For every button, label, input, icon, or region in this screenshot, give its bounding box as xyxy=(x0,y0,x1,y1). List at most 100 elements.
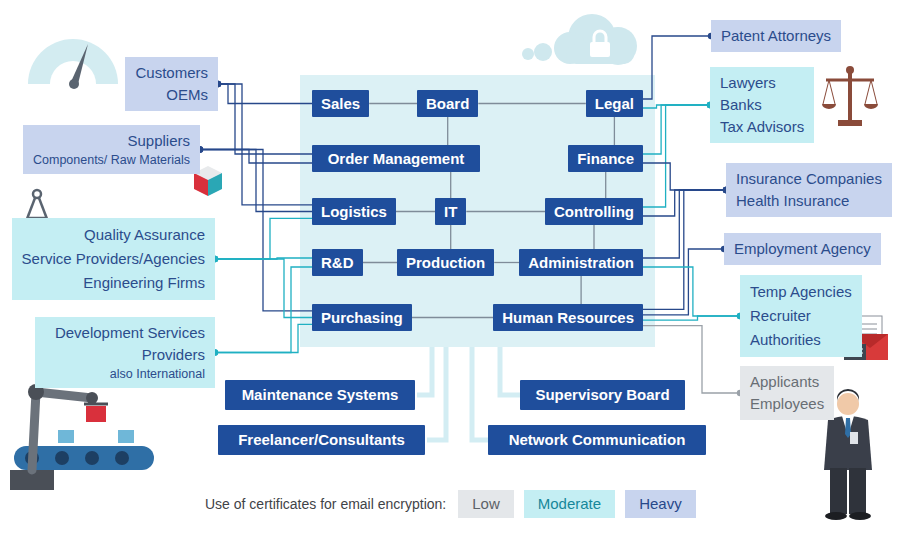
connector xyxy=(369,103,417,104)
legend-swatch: Moderate xyxy=(524,490,615,518)
system-box: Supervisory Board xyxy=(520,380,685,410)
connector xyxy=(215,218,312,259)
connector xyxy=(215,324,312,352)
partner-box: CustomersOEMs xyxy=(125,57,218,111)
box-label: Sales xyxy=(321,90,360,117)
connector xyxy=(643,190,726,216)
department-box: Sales xyxy=(312,90,369,117)
connector xyxy=(614,117,615,145)
system-box: Maintenance Systems xyxy=(225,380,415,410)
box-label: Applicants xyxy=(750,371,824,393)
box-label: Banks xyxy=(720,94,804,116)
department-box: IT xyxy=(435,198,466,225)
legend-swatch: Heavy xyxy=(625,490,696,518)
connector xyxy=(643,316,740,320)
cloud-lock-icon xyxy=(522,14,637,65)
connector xyxy=(593,225,594,249)
department-box: Controlling xyxy=(545,198,643,225)
department-box: Human Resources xyxy=(493,304,643,331)
connector xyxy=(215,259,312,318)
box-label: Finance xyxy=(577,145,634,172)
connector xyxy=(396,211,435,212)
legend-text: Low xyxy=(472,495,500,512)
connector xyxy=(200,150,312,212)
robot-icon xyxy=(10,384,154,490)
box-label: Components/ Raw Materials xyxy=(33,152,190,169)
department-box: Logistics xyxy=(312,198,396,225)
box-label: Legal xyxy=(595,90,634,117)
box-label: Freelancer/Consultants xyxy=(230,425,413,455)
department-box: Board xyxy=(417,90,478,117)
partner-box: LawyersBanksTax Advisors xyxy=(710,67,814,143)
connector xyxy=(643,249,724,315)
box-label: Health Insurance xyxy=(736,190,882,212)
partner-box: Insurance CompaniesHealth Insurance xyxy=(726,163,892,217)
box-label: Human Resources xyxy=(502,304,634,331)
connector xyxy=(580,276,581,304)
partner-box: Patent Attorneys xyxy=(711,20,841,52)
box-label: Insurance Companies xyxy=(736,168,882,190)
box-label: Maintenance Systems xyxy=(237,380,403,410)
connector xyxy=(643,190,726,309)
connector xyxy=(450,172,451,198)
department-box: R&D xyxy=(312,249,363,276)
box-label: Supervisory Board xyxy=(532,380,673,410)
box-label: Tax Advisors xyxy=(720,116,804,138)
department-box: Finance xyxy=(568,145,643,172)
box-label: Engineering Firms xyxy=(22,271,205,295)
company-panel xyxy=(300,75,655,347)
legend: Use of certificates for email encryption… xyxy=(205,490,696,518)
box-label: OEMs xyxy=(135,84,208,106)
connector xyxy=(643,267,740,316)
connector xyxy=(363,262,398,263)
gauge-icon xyxy=(28,39,118,89)
box-label: Purchasing xyxy=(321,304,403,331)
box-label: Customers xyxy=(135,62,208,84)
partner-box: Development Services Providersalso Inter… xyxy=(35,317,215,388)
box-label: Controlling xyxy=(554,198,634,225)
connector xyxy=(478,103,586,104)
system-box: Network Communication xyxy=(488,425,706,455)
box-label: Network Communication xyxy=(500,425,694,455)
connector xyxy=(643,36,711,99)
connector xyxy=(450,225,451,249)
connector xyxy=(643,105,710,207)
connector xyxy=(643,190,726,258)
connector xyxy=(218,84,312,154)
scales-icon xyxy=(822,66,878,126)
legend-swatch: Low xyxy=(458,490,514,518)
box-label: also International xyxy=(45,366,205,383)
department-box: Administration xyxy=(519,249,643,276)
box-label: Logistics xyxy=(321,198,387,225)
partner-box: SuppliersComponents/ Raw Materials xyxy=(23,125,200,174)
partner-box: Temp AgenciesRecruiterAuthorities xyxy=(740,275,862,357)
box-label: Employment Agency xyxy=(734,238,871,260)
box-label: Employees xyxy=(750,393,824,415)
legend-caption: Use of certificates for email encryption… xyxy=(205,496,446,512)
partner-box: ApplicantsEmployees xyxy=(740,366,834,420)
partner-box: Employment Agency xyxy=(724,233,881,265)
department-box: Order Management xyxy=(312,145,480,172)
system-box: Freelancer/Consultants xyxy=(218,425,425,455)
box-label: Quality Assurance xyxy=(22,223,205,247)
legend-text: Moderate xyxy=(538,495,601,512)
connector xyxy=(215,267,312,353)
connector xyxy=(466,211,545,212)
department-box: Production xyxy=(397,249,494,276)
connector xyxy=(412,317,494,318)
box-label: Administration xyxy=(528,249,634,276)
partner-box: Quality AssuranceService Providers/Agenc… xyxy=(12,218,215,300)
legend-text: Heavy xyxy=(639,495,682,512)
box-label: R&D xyxy=(321,249,354,276)
box-label: IT xyxy=(444,198,457,225)
connector xyxy=(447,117,448,145)
department-box: Legal xyxy=(586,90,643,117)
box-label: Recruiter xyxy=(750,304,852,328)
box-label: Lawyers xyxy=(720,72,804,94)
box-label: Development Services Providers xyxy=(45,322,205,366)
department-box: Purchasing xyxy=(312,304,412,331)
box-label: Patent Attorneys xyxy=(721,25,831,47)
connector xyxy=(605,172,606,198)
box-label: Production xyxy=(406,249,485,276)
